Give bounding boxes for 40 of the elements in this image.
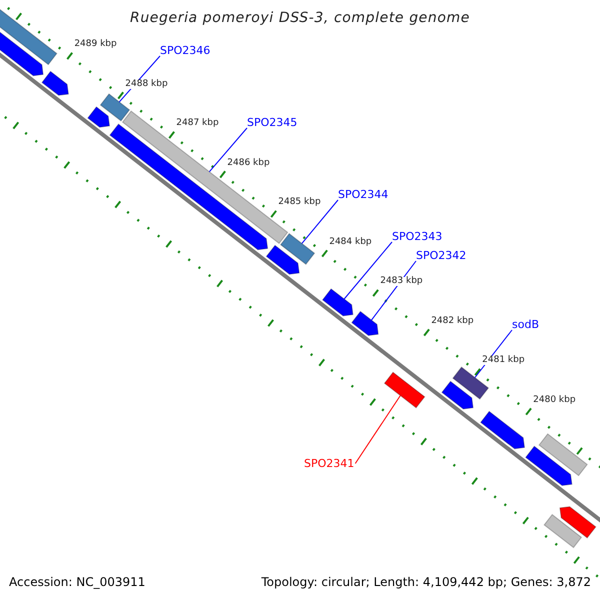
gene-feature [41, 70, 69, 96]
gene-feature [538, 433, 588, 476]
leader-line [354, 395, 401, 464]
leader-line [371, 260, 416, 321]
gene-feature [559, 506, 596, 539]
tick-label: 2482 kbp [431, 316, 474, 326]
tick-label: 2480 kbp [533, 396, 576, 405]
gene-feature [480, 410, 526, 450]
gene-label: SPO2346 [160, 45, 210, 56]
leader-line [301, 200, 338, 244]
gene-label: SPO2341 [304, 458, 354, 469]
tick-label: 2485 kbp [278, 198, 321, 208]
tick-label: 2484 kbp [329, 238, 372, 247]
gene-feature [322, 288, 354, 316]
tick-label: 2486 kbp [227, 158, 270, 168]
gene-feature [280, 232, 316, 265]
title: Ruegeria pomeroyi DSS-3, complete genome [129, 11, 471, 25]
gene-label: SPO2344 [338, 189, 388, 200]
leader-line [344, 242, 392, 300]
gene-feature [87, 106, 110, 128]
tick-label: 2483 kbp [380, 277, 423, 286]
gene-label: SPO2343 [392, 231, 442, 242]
gene-feature [544, 514, 582, 548]
gene-feature [525, 446, 572, 486]
gene-feature [384, 372, 426, 408]
gene-label: sodB [512, 319, 539, 330]
tick-label: 2481 kbp [482, 356, 525, 366]
gene-label: SPO2345 [247, 117, 298, 128]
gene-feature [351, 310, 379, 336]
gene-feature [441, 380, 474, 410]
gene-feature [266, 244, 300, 275]
gene-label: SPO2342 [416, 250, 466, 261]
gene-feature [452, 366, 490, 400]
gene-feature [100, 93, 130, 122]
tick-label: 2488 kbp [125, 80, 168, 89]
tick-label: 2487 kbp [176, 119, 219, 128]
accession-text: Accession: NC_003911 [9, 576, 146, 588]
genome-info-text: Topology: circular; Length: 4,109,442 bp; Genes: 3,872 [261, 576, 591, 588]
leader-line [208, 128, 248, 172]
tick-label: 2489 kbp [74, 40, 117, 50]
